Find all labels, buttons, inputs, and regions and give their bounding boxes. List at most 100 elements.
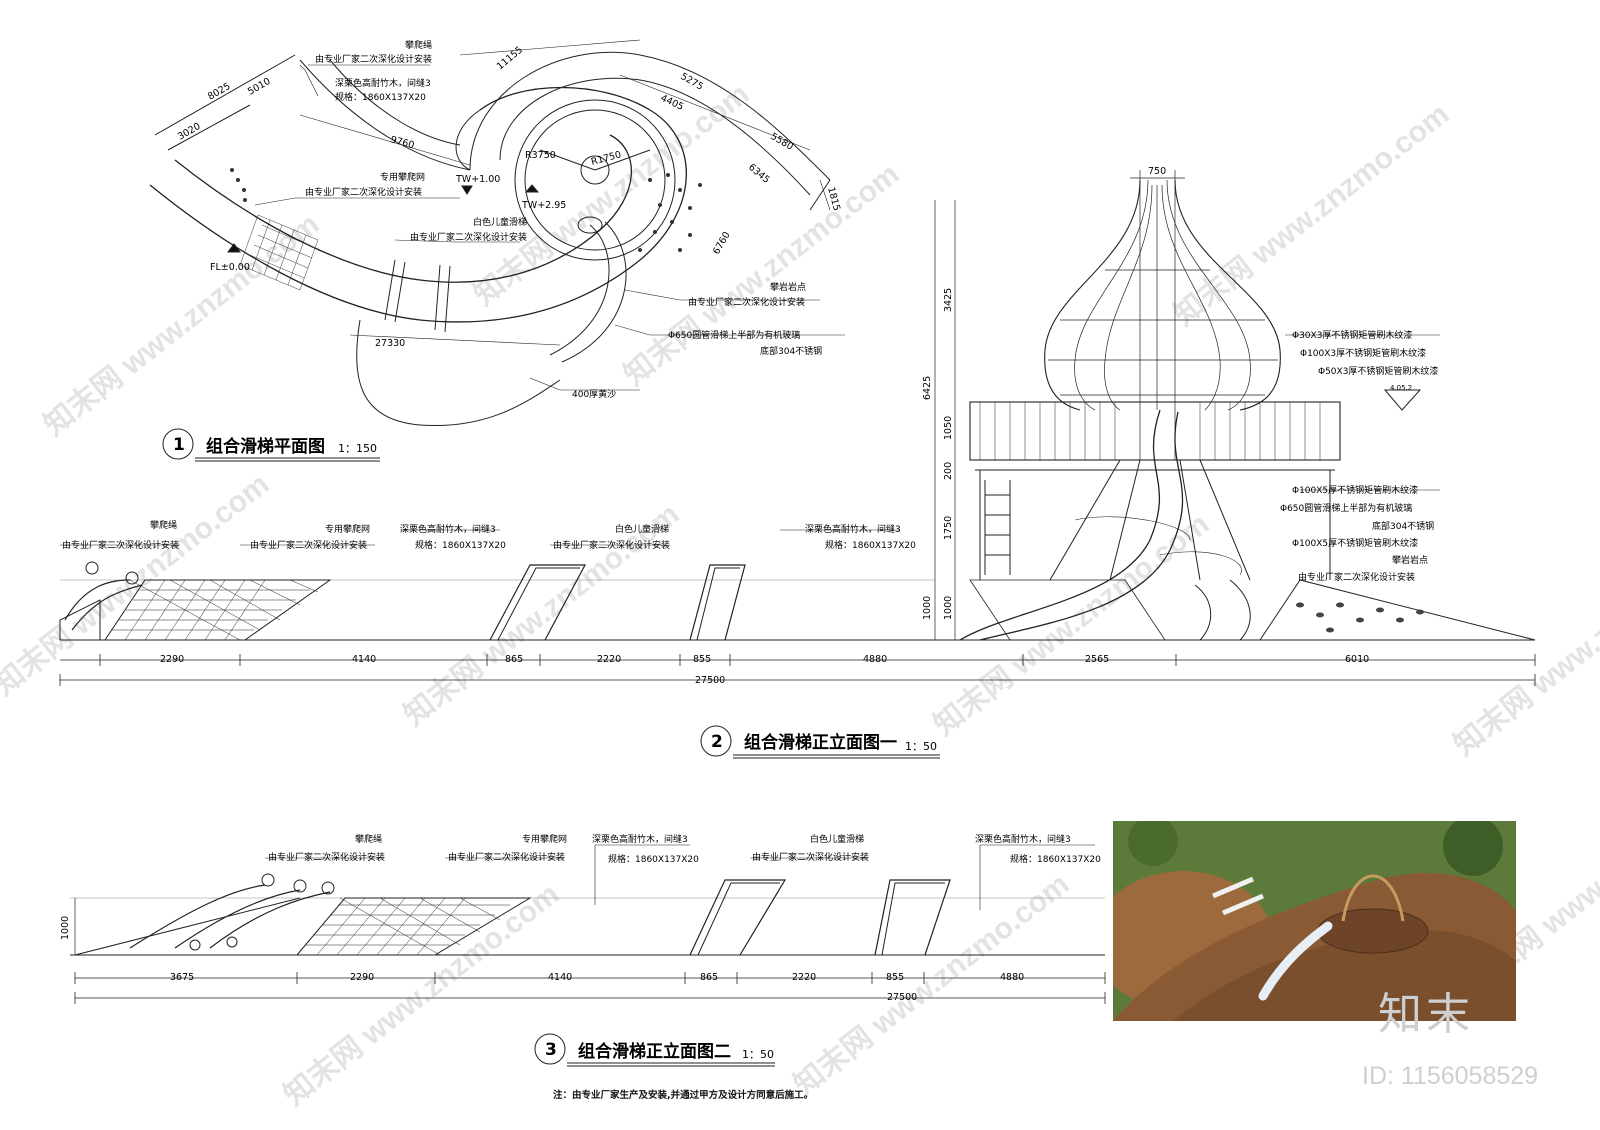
- dim-label: 4880: [1000, 972, 1024, 983]
- dim-label: 6345: [746, 162, 772, 186]
- note: 由专业厂家二次深化设计安装: [553, 539, 670, 551]
- radius-label: R3750: [525, 150, 556, 161]
- tower-labels: 750 3425 6425 1050 200 1750 1000 1000 Φ3…: [922, 166, 1438, 620]
- note: Φ100X5厚不锈钢矩管刷木纹漆: [1292, 484, 1418, 496]
- dim-label: 1000: [943, 596, 954, 620]
- elevation-1: [59, 170, 1536, 686]
- elev1-caption-no: 2: [711, 732, 723, 752]
- note: 底部304不锈钢: [760, 345, 822, 357]
- note: 专用攀爬网: [325, 523, 370, 535]
- dim-label: 6010: [1345, 654, 1369, 665]
- elev2-scale: 1：50: [742, 1048, 774, 1061]
- dim-label: 2220: [597, 654, 621, 665]
- dim-label: 5275: [679, 71, 705, 93]
- elev1-caption: 组合滑梯正立面图一: [744, 732, 897, 753]
- note: Φ30X3厚不锈钢矩管刷木纹漆: [1292, 329, 1412, 341]
- dim-label: 3020: [176, 121, 202, 143]
- plan-caption-no: 1: [173, 435, 185, 455]
- note: 攀岩岩点: [1392, 554, 1428, 566]
- dim-label: 200: [943, 462, 954, 480]
- note: 底部304不锈钢: [1372, 520, 1434, 532]
- note: 白色儿童滑梯: [810, 833, 864, 845]
- plan-view: [149, 39, 845, 427]
- note: 由专业厂家二次深化设计安装: [1298, 571, 1415, 583]
- dim-label: 1050: [943, 416, 954, 440]
- dim-label: 855: [886, 972, 904, 983]
- plan-caption: 组合滑梯平面图: [206, 436, 325, 457]
- note: 由专业厂家二次深化设计安装: [410, 231, 527, 243]
- note: 由专业厂家二次深化设计安装: [250, 539, 367, 551]
- dim-label: 2290: [350, 972, 374, 983]
- elev2-caption-no: 3: [545, 1040, 557, 1060]
- dim-label: 865: [700, 972, 718, 983]
- elev2-labels: 3 组合滑梯正立面图二 1：50 攀爬绳 由专业厂家二次深化设计安装 专用攀爬网…: [60, 833, 1101, 1062]
- note: 专用攀爬网: [522, 833, 567, 845]
- dim-label: 1750: [943, 516, 954, 540]
- dim-label: 2290: [160, 654, 184, 665]
- note: 深栗色高耐竹木，间缝3: [335, 77, 431, 89]
- dim-total: 27500: [695, 675, 725, 686]
- note: 攀岩岩点: [770, 281, 806, 293]
- dim-label: 4880: [863, 654, 887, 665]
- note: 攀爬绳: [405, 39, 432, 51]
- level-tag: 4.05.2: [1390, 384, 1412, 392]
- dim-label: 6760: [711, 230, 733, 256]
- dim-label: 2220: [792, 972, 816, 983]
- footnote: 注：由专业厂家生产及安装,并通过甲方及设计方同意后施工。: [553, 1090, 814, 1101]
- dim-label: 4140: [548, 972, 572, 983]
- dim-label: 750: [1148, 166, 1166, 177]
- note: 由专业厂家二次深化设计安装: [752, 851, 869, 863]
- level-label: TW+1.00: [455, 174, 500, 185]
- elev2-caption: 组合滑梯正立面图二: [578, 1041, 731, 1062]
- dim-label: 6425: [922, 376, 933, 400]
- dim-label: 4405: [659, 93, 686, 113]
- note: 规格：1860X137X20: [415, 539, 506, 551]
- dim-label: 4140: [352, 654, 376, 665]
- note: 由专业厂家二次深化设计安装: [305, 186, 422, 198]
- note: 由专业厂家二次深化设计安装: [62, 539, 179, 551]
- plan-labels: 1 组合滑梯平面图 1：150 8025 5010 3020 9760 1115…: [173, 39, 842, 457]
- dim-total: 27500: [887, 992, 917, 1003]
- elevation-2: [70, 844, 1106, 1004]
- dim-label: 5010: [246, 76, 272, 98]
- note: 深栗色高耐竹木，间缝3: [400, 523, 496, 535]
- note: Φ650圆管滑梯上半部为有机玻璃: [668, 329, 800, 341]
- note: Φ650圆管滑梯上半部为有机玻璃: [1280, 502, 1412, 514]
- note: 由专业厂家二次深化设计安装: [448, 851, 565, 863]
- elev1-labels: 2 组合滑梯正立面图一 1：50 攀爬绳 由专业厂家二次深化设计安装 专用攀爬网…: [62, 519, 1369, 753]
- note: 规格：1860X137X20: [825, 539, 916, 551]
- dim-label: 11155: [495, 44, 525, 72]
- note: 规格：1860X137X20: [608, 853, 699, 865]
- brand-logo: 知末: [1378, 989, 1474, 1040]
- rendering-image: [1113, 821, 1516, 1021]
- dim-label: 1000: [922, 596, 933, 620]
- dim-label: 865: [505, 654, 523, 665]
- dim-label: 5580: [769, 131, 795, 153]
- note: 白色儿童滑梯: [473, 216, 527, 228]
- level-label: TW+2.95: [521, 200, 566, 211]
- note: 规格：1860X137X20: [335, 91, 426, 103]
- plan-scale: 1：150: [338, 442, 377, 455]
- radius-label: R1750: [590, 149, 623, 168]
- dim-label: 3425: [943, 288, 954, 312]
- dim-label: 3675: [170, 972, 194, 983]
- note: 专用攀爬网: [380, 171, 425, 183]
- note: 深栗色高耐竹木，间缝3: [592, 833, 688, 845]
- dim-label: 27330: [375, 338, 405, 349]
- note: 攀爬绳: [150, 519, 177, 531]
- brand-id: ID: 1156058529: [1362, 1062, 1539, 1090]
- note: 由专业厂家二次深化设计安装: [688, 296, 805, 308]
- dim-label: 855: [693, 654, 711, 665]
- note: 规格：1860X137X20: [1010, 853, 1101, 865]
- dim-label: 1815: [825, 186, 842, 212]
- level-label: FL±0.00: [210, 262, 250, 273]
- note: Φ100X5厚不锈钢矩管刷木纹漆: [1292, 537, 1418, 549]
- note: 深栗色高耐竹木，间缝3: [805, 523, 901, 535]
- dim-label: 8025: [206, 81, 232, 103]
- dim-label: 1000: [60, 916, 71, 940]
- note: 白色儿童滑梯: [615, 523, 669, 535]
- elev1-scale: 1：50: [905, 740, 937, 753]
- note: 由专业厂家二次深化设计安装: [268, 851, 385, 863]
- note: Φ100X3厚不锈钢矩管刷木纹漆: [1300, 347, 1426, 359]
